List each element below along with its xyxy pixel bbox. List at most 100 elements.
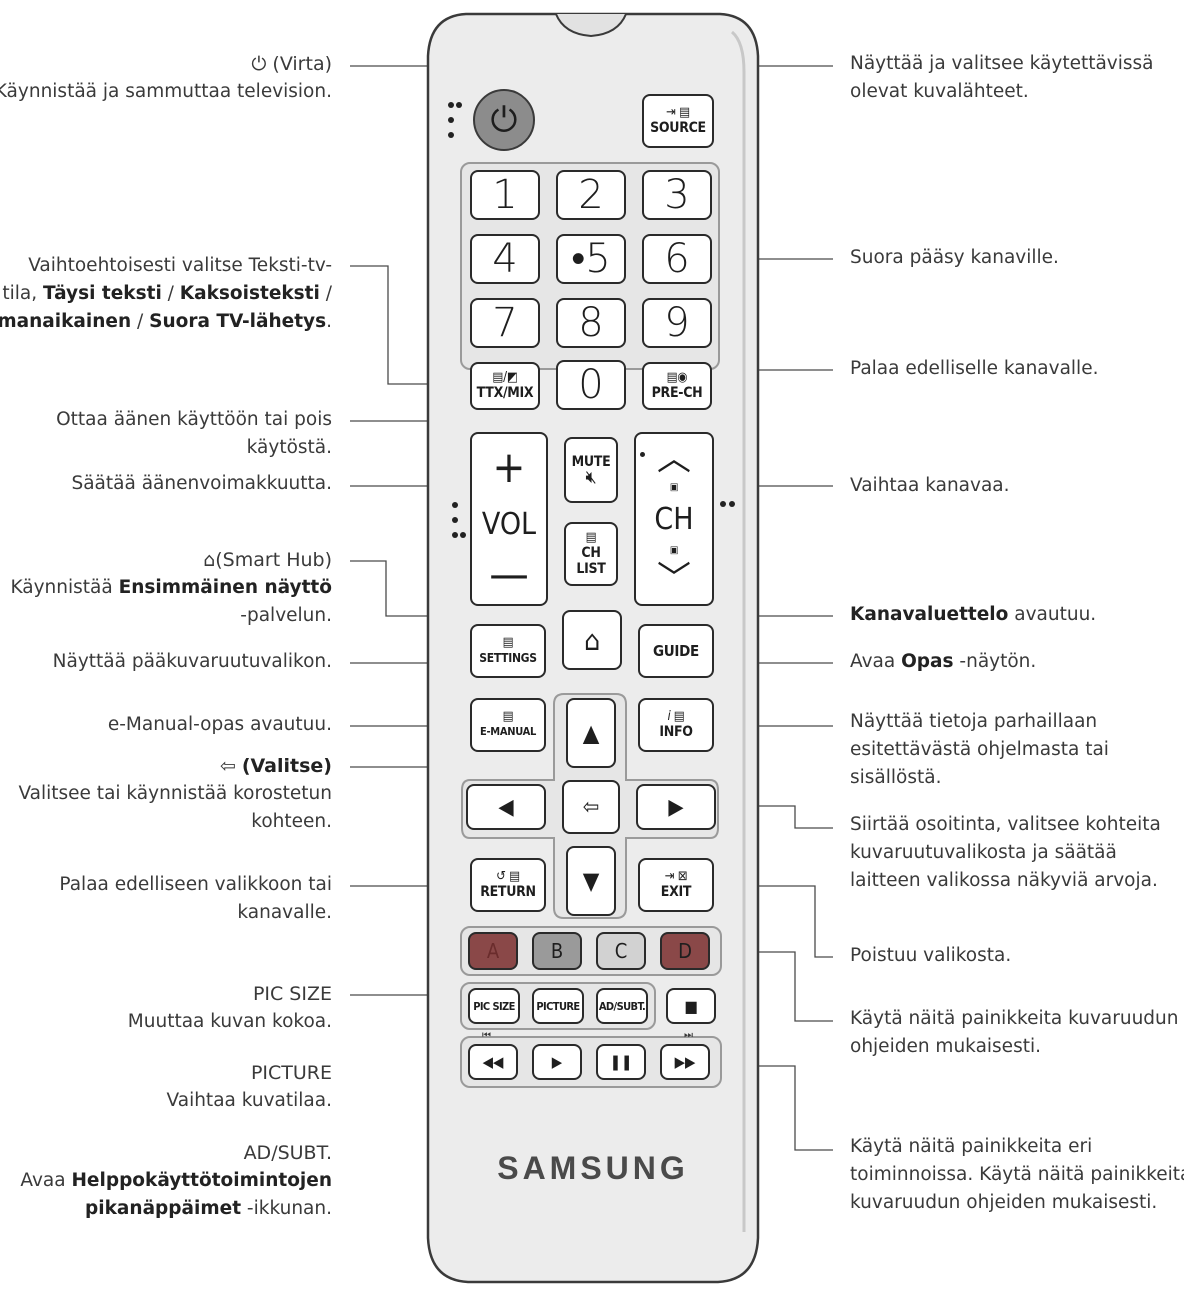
minus-icon: — (489, 549, 529, 600)
enter-icon: ⇦ (582, 794, 600, 820)
label-return: Palaa edelliseen valikkoon tai kanavalle… (59, 874, 332, 923)
label-ttx: Vaihtoehtoisesti valitse Teksti-tv- tila… (0, 255, 332, 332)
prech-icon: ▤◉ (666, 370, 688, 385)
rewind-button[interactable]: ◀◀ (468, 1044, 518, 1080)
label-source: Näyttää ja valitsee käytettävissä olevat… (850, 53, 1154, 102)
ch-up-icon: ▣ (669, 482, 679, 494)
braille-dot (729, 501, 735, 507)
label-colors: Käytä näitä painikkeita kuvaruudun ohjei… (850, 1008, 1179, 1057)
ttx-mix-button[interactable]: ▤/◩ TTX/MIX (470, 362, 540, 410)
right-arrow-button[interactable]: ▶ (636, 784, 716, 830)
label-select: ⇦ (Valitse) Valitsee tai käynnistää koro… (18, 755, 332, 832)
pause-icon: ❚❚ (609, 1053, 633, 1071)
list-icon: ▤ (585, 530, 597, 545)
power-icon: ⏻ (251, 53, 273, 75)
digit-6-button[interactable]: 6 (642, 234, 712, 284)
chevron-up-icon: ︿ (657, 439, 691, 479)
color-button-c[interactable]: C (596, 932, 646, 970)
braille-dot (452, 532, 458, 538)
label-smarthub: ⌂(Smart Hub) Käynnistää Ensimmäinen näyt… (10, 549, 332, 626)
chevron-down-icon: ﹀ (657, 559, 691, 599)
home-icon: ⌂ (203, 549, 216, 571)
guide-button[interactable]: GUIDE (638, 624, 714, 678)
braille-dot (640, 452, 645, 457)
volume-rocker[interactable]: + VOL — (470, 432, 548, 606)
enter-icon: ⇦ (219, 755, 242, 777)
label-vol: Säätää äänenvoimakkuutta. (71, 473, 332, 494)
manual-icon: ▤ (502, 709, 514, 724)
speaker-muted-icon: 🔇︎ (585, 467, 597, 488)
label-emanual: e-Manual-opas avautuu. (107, 714, 332, 735)
label-exit: Poistuu valikosta. (850, 945, 1012, 966)
color-button-a[interactable]: A (468, 932, 518, 970)
select-button[interactable]: ⇦ (562, 780, 620, 834)
exit-icon: ⇥ ⊠ (664, 869, 688, 884)
digit-0-button[interactable]: 0 (556, 360, 626, 410)
label-settings: Näyttää pääkuvaruutuvalikon. (52, 651, 332, 672)
fast-forward-button[interactable]: ▶▶ (660, 1044, 710, 1080)
pause-button[interactable]: ❚❚ (596, 1044, 646, 1080)
source-button[interactable]: ⇥ ▤ SOURCE (642, 94, 714, 148)
label-prech: Palaa edelliselle kanavalle. (850, 358, 1099, 379)
settings-icon: ▤ (502, 635, 514, 650)
smart-hub-button[interactable]: ⌂ (562, 610, 622, 670)
power-button[interactable]: ⏻ (473, 89, 535, 151)
stop-icon: ■ (684, 996, 698, 1016)
color-button-d[interactable]: D (660, 932, 710, 970)
ch-list-button[interactable]: ▤ CH LIST (564, 522, 618, 586)
up-arrow-button[interactable]: ▲ (566, 698, 616, 768)
digit-2-button[interactable]: 2 (556, 170, 626, 220)
rewind-icon: ◀◀ (482, 1053, 504, 1071)
braille-dot (460, 532, 466, 538)
digit-9-button[interactable]: 9 (642, 298, 712, 348)
digit-1-button[interactable]: 1 (470, 170, 540, 220)
picture-button[interactable]: PICTURE (532, 988, 584, 1024)
exit-button[interactable]: ⇥ ⊠ EXIT (638, 858, 714, 912)
braille-dot (448, 102, 454, 108)
digit-7-button[interactable]: 7 (470, 298, 540, 348)
color-button-b[interactable]: B (532, 932, 582, 970)
info-icon: i ▤ (667, 709, 685, 724)
label-picture: PICTURE Vaihtaa kuvatilaa. (166, 1062, 332, 1111)
braille-dot (448, 117, 454, 123)
label-arrows: Siirtää osoitinta, valitsee kohteita kuv… (850, 814, 1161, 891)
plus-icon: + (492, 442, 526, 493)
label-info: Näyttää tietoja parhaillaan esitettäväst… (850, 711, 1109, 788)
down-arrow-button[interactable]: ▼ (566, 846, 616, 916)
label-numbers: Suora pääsy kanaville. (850, 247, 1059, 268)
digit-8-button[interactable]: 8 (556, 298, 626, 348)
info-button[interactable]: i ▤ INFO (638, 698, 714, 752)
fast-forward-icon: ▶▶ (674, 1053, 696, 1071)
skip-forward-icon: ⏭ (684, 1030, 693, 1041)
braille-dot (448, 132, 454, 138)
digit-3-button[interactable]: 3 (642, 170, 712, 220)
label-power: ⏻ (Virta) Käynnistää ja sammuttaa televi… (0, 53, 332, 102)
pic-size-button[interactable]: PIC SIZE (468, 988, 520, 1024)
home-icon: ⌂ (584, 623, 600, 657)
digit-4-button[interactable]: 4 (470, 234, 540, 284)
braille-dot (452, 502, 458, 508)
stop-button[interactable]: ■ (666, 988, 716, 1024)
return-button[interactable]: ↺ ▤ RETURN (470, 858, 546, 912)
label-guide: Avaa Opas -näytön. (850, 651, 1037, 672)
skip-back-icon: ⏮ (482, 1030, 491, 1041)
play-button[interactable]: ▶ (532, 1044, 582, 1080)
pre-ch-button[interactable]: ▤◉ PRE-CH (642, 362, 712, 410)
left-arrow-button[interactable]: ◀ (466, 784, 546, 830)
label-chlist: Kanavaluettelo avautuu. (850, 604, 1097, 625)
teletext-icon: ▤/◩ (492, 370, 518, 385)
digit-5-button[interactable]: •5 (556, 234, 626, 284)
play-icon: ▶ (551, 1053, 563, 1071)
return-icon: ↺ ▤ (496, 869, 520, 884)
braille-dot (720, 501, 726, 507)
channel-rocker[interactable]: ︿ ▣ CH ▣ ﹀ (634, 432, 714, 606)
braille-dot (456, 102, 462, 108)
label-adsubt: AD/SUBT. Avaa Helppokäyttötoimintojen pi… (20, 1142, 332, 1219)
ad-subt-button[interactable]: AD/SUBT. (596, 988, 648, 1024)
settings-button[interactable]: ▤ SETTINGS (470, 624, 546, 678)
mute-button[interactable]: MUTE 🔇︎ (564, 437, 618, 503)
remote-control: ⏻ ⇥ ▤ SOURCE 1 2 3 4 •5 6 7 8 9 ▤/◩ TTX/… (426, 12, 760, 1284)
label-media: Käytä näitä painikkeita eri toiminnoissa… (850, 1136, 1184, 1213)
e-manual-button[interactable]: ▤ E-MANUAL (470, 698, 546, 752)
triangle-right-icon: ▶ (668, 794, 684, 820)
